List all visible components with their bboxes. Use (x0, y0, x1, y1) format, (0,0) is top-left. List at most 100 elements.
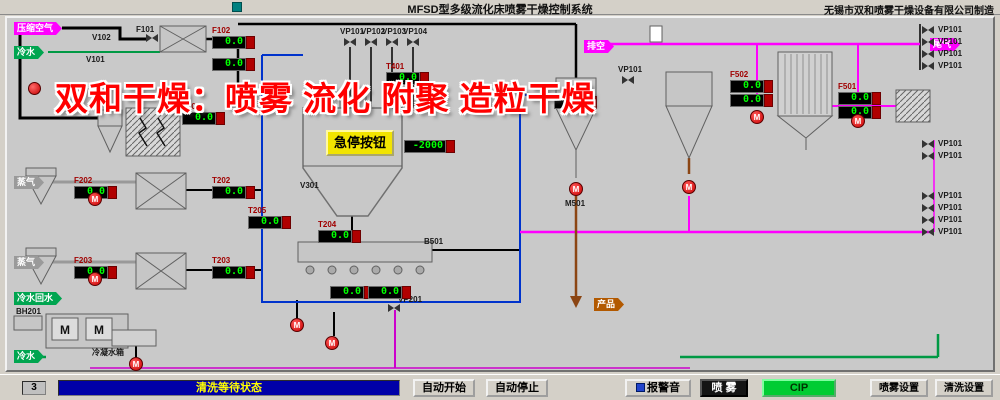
pump-icon: M (569, 182, 583, 196)
instrument-tag: T201 (182, 102, 201, 111)
value-display: 0.0 (730, 94, 773, 112)
unit-chip (402, 286, 411, 299)
valve-icon (922, 62, 934, 71)
mute-alarm-button[interactable]: 报警音 (625, 379, 691, 397)
air-heater (159, 25, 207, 53)
unit-chip (216, 112, 225, 125)
auto-stop-button[interactable]: 自动停止 (486, 379, 548, 397)
pump-icon: M (88, 272, 102, 286)
unit-chip (352, 230, 361, 243)
instrument-tag: VP104 (403, 27, 428, 36)
heat-exchanger (135, 172, 187, 290)
instrument-tag: T202 (212, 176, 231, 185)
motor-skid: M M (13, 313, 157, 349)
flow-label: 冷水 (14, 46, 44, 59)
valve-icon (922, 38, 934, 47)
valve-icon (407, 38, 419, 47)
pipes-product (574, 158, 691, 296)
cyclone-small (97, 109, 123, 154)
instrument-tag: VP201 (398, 295, 423, 304)
spray-settings-button[interactable]: 喷雾设置 (870, 379, 928, 397)
instrument-tag: VP101 (938, 151, 963, 160)
instrument-tag: VP101 (938, 61, 963, 70)
instrument-tag: T205 (248, 206, 267, 215)
instrument-tag: F501 (838, 82, 857, 91)
flow-label: 产品 (594, 298, 624, 311)
instrument-tag: F203 (74, 256, 93, 265)
pipes-steam (48, 180, 136, 264)
display-value: 0.0 (248, 216, 282, 229)
manufacturer-label: 无锡市双和喷雾干燥设备有限公司制造 (824, 6, 994, 17)
flow-label: 蒸气 (14, 256, 44, 269)
instrument-tag: BH201 (16, 307, 41, 316)
valve-icon (344, 38, 356, 47)
unit-chip (872, 106, 881, 119)
equipment: M M (13, 25, 931, 349)
cip-button[interactable]: CIP (762, 379, 836, 397)
valve-icon (922, 192, 934, 201)
instrument-tag: VP101 (938, 227, 963, 236)
valve-icon (388, 304, 400, 313)
value-display: 0.0 (368, 286, 411, 304)
instrument-tag: VP103 (382, 27, 407, 36)
instrument-tag: VP101 (938, 49, 963, 58)
spray-button[interactable]: 喷 雾 (700, 379, 748, 397)
flow-label: 冷水 (14, 350, 44, 363)
valve-icon (922, 204, 934, 213)
display-value: 0.0 (554, 96, 588, 109)
display-value: 0.0 (330, 286, 364, 299)
bottom-toolbar: 3 清洗等待状态 自动开始 自动停止 报警音 喷 雾 CIP 喷雾设置 清洗设置 (0, 374, 1000, 400)
instrument-tag: F101 (136, 25, 155, 34)
valve-icon (922, 140, 934, 149)
instrument-tag: F502 (730, 70, 749, 79)
alarm-counter: 3 (22, 381, 46, 395)
emergency-stop-button[interactable]: 急停按钮 (326, 130, 394, 156)
pump-icon: M (750, 110, 764, 124)
unit-chip (420, 72, 429, 85)
flow-label: 压缩空气 (14, 22, 62, 35)
pipes-cip (90, 310, 690, 369)
display-value: 0.0 (386, 72, 420, 85)
instrument-tag: T204 (318, 220, 337, 229)
instrument-tag: F202 (74, 176, 93, 185)
display-value: 0.0 (212, 58, 246, 71)
bag-filter (125, 107, 181, 157)
unit-chip (246, 36, 255, 49)
instrument-tag: T401 (386, 62, 405, 71)
instrument-tag: V102 (92, 33, 111, 42)
unit-chip (764, 94, 773, 107)
instrument-tag: T203 (212, 256, 231, 265)
instrument-tag: VP101 (938, 191, 963, 200)
flow-label: 尾气 (930, 38, 960, 51)
valve-icon (922, 216, 934, 225)
condensate-tank (111, 329, 157, 347)
pump-icon: M (290, 318, 304, 332)
value-display: 0.0 (212, 58, 255, 76)
unit-chip (246, 186, 255, 199)
cyclone-2 (665, 71, 713, 160)
valve-icon (922, 228, 934, 237)
unit-chip (446, 140, 455, 153)
pump-icon: M (88, 192, 102, 206)
display-value: 0.0 (730, 80, 764, 93)
instrument-tag: F102 (212, 26, 231, 35)
valve-icon (365, 38, 377, 47)
instrument-tag: M501 (565, 199, 586, 208)
auto-start-button[interactable]: 自动开始 (413, 379, 475, 397)
fluid-bed (297, 241, 433, 275)
pump-icon: M (682, 180, 696, 194)
display-value: 0.0 (212, 186, 246, 199)
valve-icon (922, 152, 934, 161)
clean-settings-button[interactable]: 清洗设置 (935, 379, 993, 397)
instrument-tag: VP101 (938, 215, 963, 224)
instrument-tag: VP101 (938, 203, 963, 212)
display-value: 0.0 (318, 230, 352, 243)
flow-label: 蒸气 (14, 176, 44, 189)
